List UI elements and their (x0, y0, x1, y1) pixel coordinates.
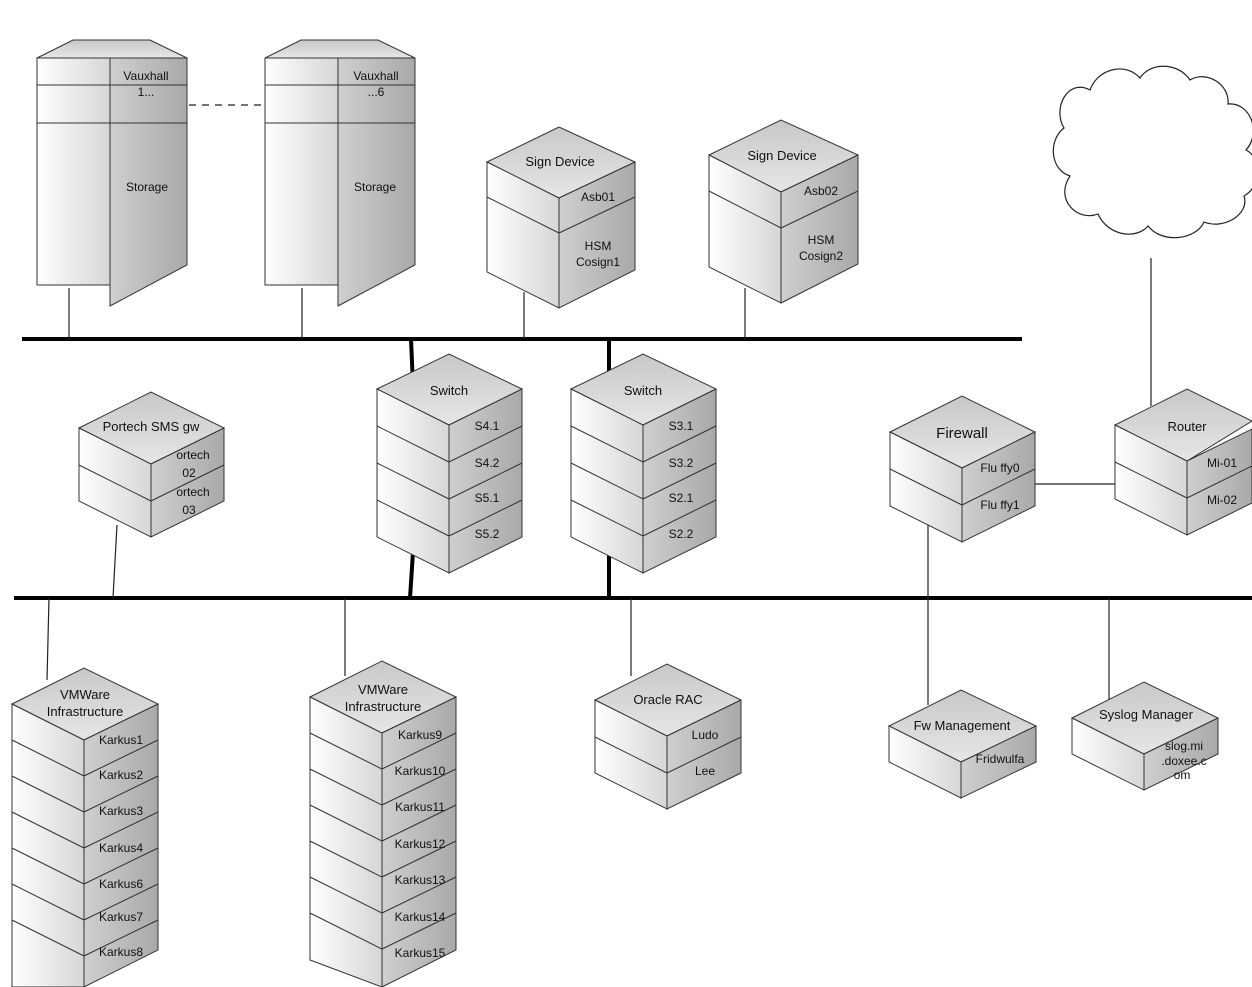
storage-name-line2: 1... (138, 85, 155, 99)
sign-device-body-line1: HSM (585, 239, 612, 253)
switch-2[interactable]: Switch S3.1 S3.2 S2.1 S2.2 (569, 353, 718, 574)
vmware-host: Karkus10 (395, 764, 446, 778)
device-side-face (558, 161, 636, 309)
switch-port: S4.2 (475, 456, 500, 470)
vmware-host: Karkus9 (398, 728, 442, 742)
device-side-face (381, 696, 457, 987)
storage-name-line2: ...6 (368, 85, 385, 99)
portech-sms-gateway[interactable]: Portech SMS gw ortech 02 ortech 03 (77, 391, 226, 538)
syslog-unit-line3: om (1174, 768, 1191, 782)
vmware-infrastructure-1[interactable]: VMWare Infrastructure Karkus1 Karkus2 Ka… (10, 667, 160, 987)
switch-title: Switch (430, 383, 468, 398)
sign-device-unit: Asb01 (581, 190, 615, 204)
syslog-unit-line1: slog.mi (1165, 739, 1203, 753)
portech-unit-line1: ortech (176, 485, 209, 499)
vmware-host: Karkus13 (395, 873, 446, 887)
vmware-title-line1: VMWare (60, 687, 110, 702)
oracle-rac[interactable]: Oracle RAC Ludo Lee (593, 663, 743, 810)
sign-device-2[interactable]: Sign Device Asb02 HSM Cosign2 (707, 119, 860, 304)
connections (14, 104, 1252, 705)
portech-unit-line2: 02 (182, 466, 196, 480)
fw-management-unit: Fridwulfa (976, 752, 1025, 766)
vmware-host: Karkus1 (99, 733, 143, 747)
storage-label: Storage (126, 180, 168, 194)
cloud-shape (1052, 65, 1252, 239)
switch-port: S4.1 (475, 419, 500, 433)
sign-device-unit: Asb02 (804, 184, 838, 198)
vmware-host: Karkus6 (99, 877, 143, 891)
device-side-face (960, 725, 1037, 799)
switch-port: S2.2 (669, 527, 694, 541)
sign-device-title: Sign Device (747, 148, 816, 163)
switch-port: S3.1 (669, 419, 694, 433)
storage-top-face (264, 39, 416, 59)
portech-title: Portech SMS gw (103, 419, 200, 434)
switch-port: S3.2 (669, 456, 694, 470)
storage-top-face (36, 39, 188, 59)
vmware-host: Karkus8 (99, 945, 143, 959)
device-side-face (1143, 717, 1219, 791)
storage-side-face (337, 57, 416, 307)
sign-device-title: Sign Device (525, 154, 594, 169)
vmware-title-line2: Infrastructure (47, 704, 124, 719)
portech-unit-line1: ortech (176, 448, 209, 462)
storage-name-line1: Vauxhall (353, 69, 398, 83)
router-title: Router (1167, 419, 1207, 434)
storage-front-face (264, 57, 339, 286)
switch-port: S5.2 (475, 527, 500, 541)
device-side-face (83, 703, 159, 987)
vmware-host: Karkus12 (395, 837, 446, 851)
oracle-title: Oracle RAC (633, 692, 702, 707)
storage-label: Storage (354, 180, 396, 194)
vmware-title-line2: Infrastructure (345, 699, 422, 714)
router[interactable]: Router Mi-01 Mi-02 (1113, 388, 1252, 536)
syslog-title: Syslog Manager (1099, 707, 1194, 722)
firewall-unit: Flu ffy1 (980, 498, 1019, 512)
switch-1[interactable]: Switch S4.1 S4.2 S5.1 S5.2 (375, 353, 524, 574)
vmware-host: Karkus7 (99, 910, 143, 924)
oracle-unit: Lee (695, 764, 715, 778)
oracle-unit: Ludo (692, 728, 719, 742)
portech-unit-line2: 03 (182, 503, 196, 517)
device-side-face (780, 154, 859, 304)
firewall-unit: Flu ffy0 (980, 461, 1019, 475)
sign-device-1[interactable]: Sign Device Asb01 HSM Cosign1 (485, 126, 637, 309)
vmware-infrastructure-2[interactable]: VMWare Infrastructure Karkus9 Karkus10 K… (308, 660, 458, 987)
switch-port: S5.1 (475, 491, 500, 505)
router-unit: Mi-02 (1207, 493, 1237, 507)
internet-cloud (1052, 65, 1252, 239)
storage-name-line1: Vauxhall (123, 69, 168, 83)
storage-tower-1[interactable]: Vauxhall 1... Storage (36, 39, 188, 307)
firewall-title: Firewall (936, 425, 988, 442)
switch-title: Switch (624, 383, 662, 398)
syslog-manager[interactable]: Syslog Manager slog.mi .doxee.c om (1070, 681, 1220, 791)
storage-front-face (36, 57, 111, 286)
vmware-title-line1: VMWare (358, 682, 408, 697)
device-front-face (309, 696, 383, 987)
storage-tower-2[interactable]: Vauxhall ...6 Storage (264, 39, 416, 307)
vmware1-link (46, 597, 50, 681)
vmware-host: Karkus14 (395, 910, 446, 924)
sign-device-body-line2: Cosign1 (576, 255, 620, 269)
vmware-host: Karkus11 (395, 800, 445, 814)
switch1-downlink (408, 551, 415, 599)
vmware-host: Karkus2 (99, 768, 143, 782)
sign-device-body-line2: Cosign2 (799, 249, 843, 263)
router-unit: Mi-01 (1207, 456, 1237, 470)
storage-side-face (109, 57, 188, 307)
syslog-unit-line2: .doxee.c (1161, 754, 1206, 768)
device-front-face (11, 703, 85, 987)
vmware-host: Karkus3 (99, 804, 143, 818)
vmware-host: Karkus4 (99, 841, 143, 855)
fw-management[interactable]: Fw Management Fridwulfa (887, 689, 1038, 799)
vmware-host: Karkus15 (395, 946, 446, 960)
fw-management-title: Fw Management (914, 718, 1011, 733)
firewall[interactable]: Firewall Flu ffy0 Flu ffy1 (888, 395, 1037, 543)
switch-port: S2.1 (669, 491, 694, 505)
sign-device-body-line1: HSM (808, 233, 835, 247)
portech-link (112, 524, 118, 599)
